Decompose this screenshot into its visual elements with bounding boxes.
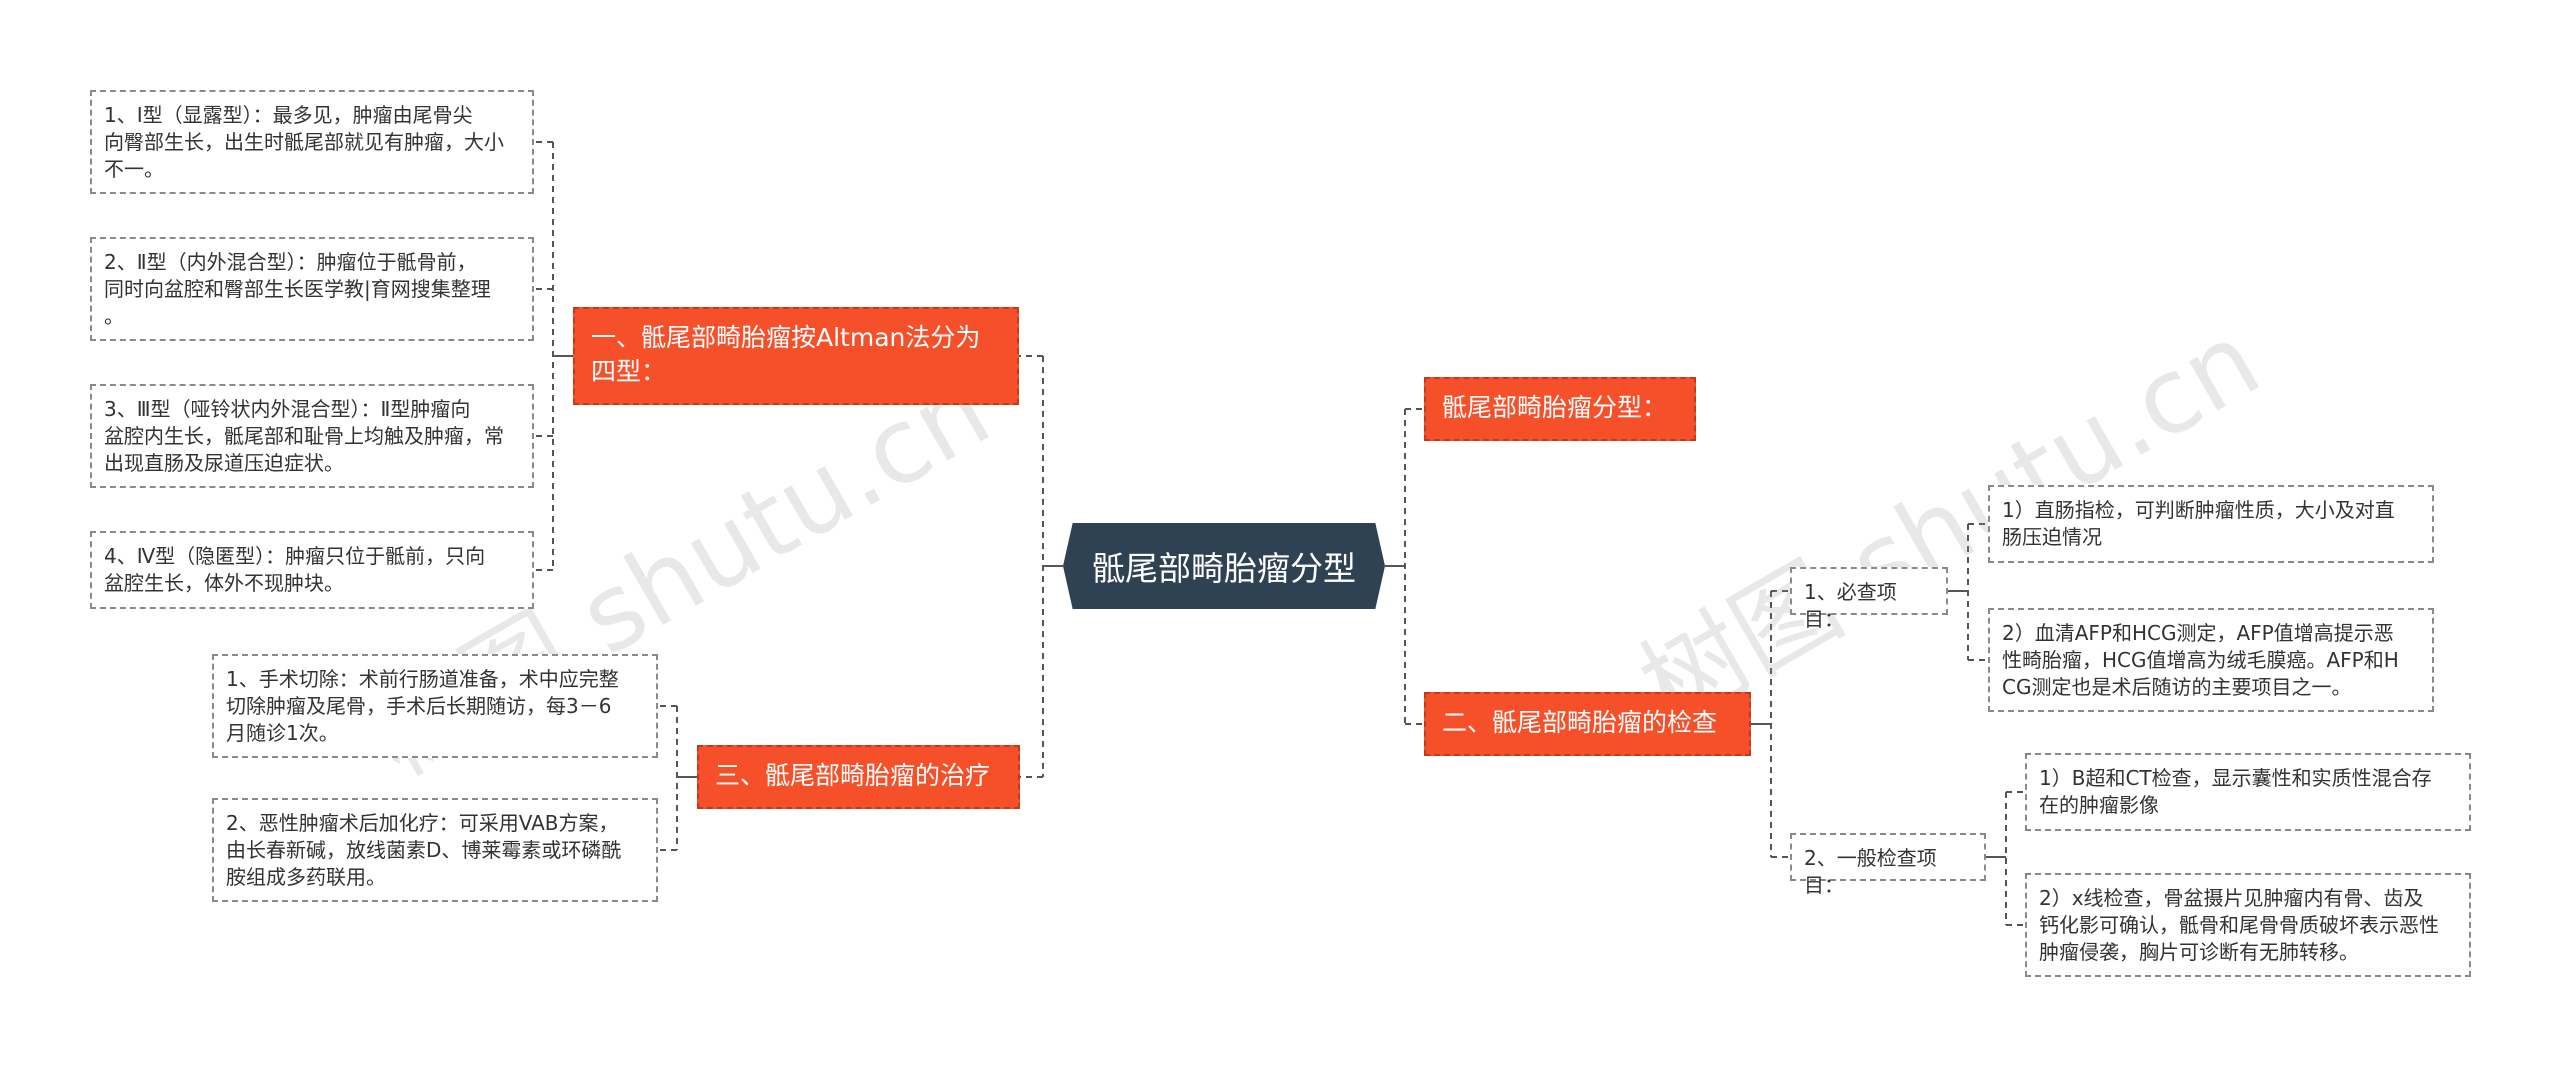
leaf-xray[interactable]: 2）x线检查，骨盆摄片见肿瘤内有骨、齿及 钙化影可确认，骶骨和尾骨骨质破坏表示恶… xyxy=(2025,873,2471,977)
leaf-type-1[interactable]: 1、Ⅰ型（显露型）：最多见，肿瘤由尾骨尖 向臀部生长，出生时骶尾部就见有肿瘤，大… xyxy=(90,90,534,194)
sub-general-items[interactable]: 2、一般检查项目： xyxy=(1790,833,1986,897)
leaf-rectal-exam[interactable]: 1）直肠指检，可判断肿瘤性质，大小及对直 肠压迫情况 xyxy=(1988,485,2434,563)
leaf-type-3[interactable]: 3、Ⅲ型（哑铃状内外混合型）：Ⅱ型肿瘤向 盆腔内生长，骶尾部和耻骨上均触及肿瘤，… xyxy=(90,384,534,488)
leaf-afp-hcg-test[interactable]: 2）血清AFP和HCG测定，AFP值增高提示恶 性畸胎瘤，HCG值增高为绒毛膜癌… xyxy=(1988,608,2434,712)
leaf-ultrasound-ct[interactable]: 1）B超和CT检查，显示囊性和实质性混合存 在的肿瘤影像 xyxy=(2025,753,2471,831)
sub-required-items[interactable]: 1、必查项目： xyxy=(1790,567,1948,631)
leaf-type-4[interactable]: 4、Ⅳ型（隐匿型）：肿瘤只位于骶前，只向 盆腔生长，体外不现肿块。 xyxy=(90,531,534,609)
branch-treatment[interactable]: 三、骶尾部畸胎瘤的治疗 xyxy=(697,745,1020,809)
branch-altman-classification[interactable]: 一、骶尾部畸胎瘤按Altman法分为 四型： xyxy=(573,307,1019,405)
branch-examination[interactable]: 二、骶尾部畸胎瘤的检查 xyxy=(1424,692,1751,756)
leaf-type-2[interactable]: 2、Ⅱ型（内外混合型）：肿瘤位于骶骨前， 同时向盆腔和臀部生长医学教|育网搜集整… xyxy=(90,237,534,341)
leaf-chemotherapy[interactable]: 2、恶性肿瘤术后加化疗：可采用VAB方案， 由长春新碱，放线菌素D、博莱霉素或环… xyxy=(212,798,658,902)
branch-classification-heading[interactable]: 骶尾部畸胎瘤分型： xyxy=(1424,377,1696,441)
root-topic[interactable]: 骶尾部畸胎瘤分型 xyxy=(1063,523,1385,609)
leaf-surgery[interactable]: 1、手术切除：术前行肠道准备，术中应完整 切除肿瘤及尾骨，手术后长期随访，每3－… xyxy=(212,654,658,758)
